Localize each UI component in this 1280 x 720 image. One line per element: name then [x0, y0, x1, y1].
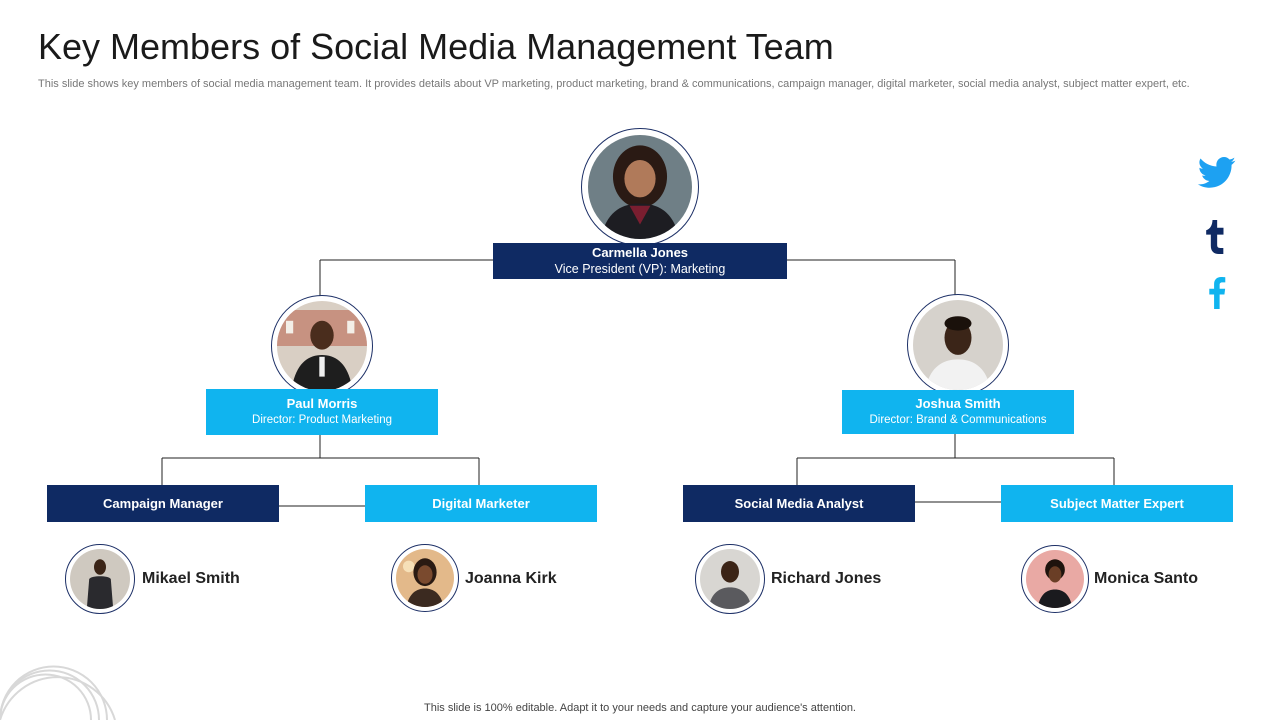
page-title: Key Members of Social Media Management T…	[38, 26, 834, 67]
tumblr-icon	[1196, 218, 1238, 256]
member-name-4: Monica Santo	[1094, 570, 1199, 587]
box-vp-marketing: Carmella Jones Vice President (VP): Mark…	[493, 243, 787, 279]
page-subtitle: This slide shows key members of social m…	[38, 78, 1190, 90]
footer-note: This slide is 100% editable. Adapt it to…	[424, 702, 856, 714]
member-name-2: Joanna Kirk	[465, 570, 557, 587]
right-director-name: Joshua Smith	[915, 396, 1001, 411]
box-director-brand-communications: Joshua Smith Director: Brand & Communica…	[842, 390, 1074, 434]
avatar-member-2	[391, 544, 459, 612]
member-name-3: Richard Jones	[771, 570, 882, 587]
box-social-media-analyst: Social Media Analyst	[683, 485, 915, 522]
member-name-1: Mikael Smith	[142, 570, 240, 587]
portrait-man-icon	[70, 549, 130, 609]
avatar-top	[581, 128, 699, 246]
twitter-icon	[1196, 156, 1238, 190]
top-role: Vice President (VP): Marketing	[554, 262, 726, 276]
box-director-product-marketing: Paul Morris Director: Product Marketing	[206, 389, 438, 435]
avatar-member-4	[1021, 545, 1089, 613]
top-name: Carmella Jones	[591, 245, 689, 260]
left-director-role: Director: Product Marketing	[252, 414, 392, 426]
avatar-right-director	[907, 294, 1009, 396]
box-subject-matter-expert: Subject Matter Expert	[1001, 485, 1233, 522]
avatar-left-director	[271, 295, 373, 397]
facebook-icon	[1196, 276, 1238, 310]
box-digital-marketer: Digital Marketer	[365, 485, 597, 522]
portrait-man-icon	[277, 301, 367, 391]
decorative-arcs	[0, 665, 116, 720]
portrait-woman-icon	[396, 549, 454, 607]
portrait-woman-icon	[1026, 550, 1084, 608]
left-director-name: Paul Morris	[286, 396, 358, 411]
right-director-role: Director: Brand & Communications	[869, 414, 1047, 426]
avatar-member-3	[695, 544, 765, 614]
avatar-member-1	[65, 544, 135, 614]
box-campaign-manager: Campaign Manager	[47, 485, 279, 522]
portrait-man-icon	[700, 549, 760, 609]
portrait-woman-icon	[588, 135, 692, 239]
portrait-man-icon	[913, 300, 1003, 390]
